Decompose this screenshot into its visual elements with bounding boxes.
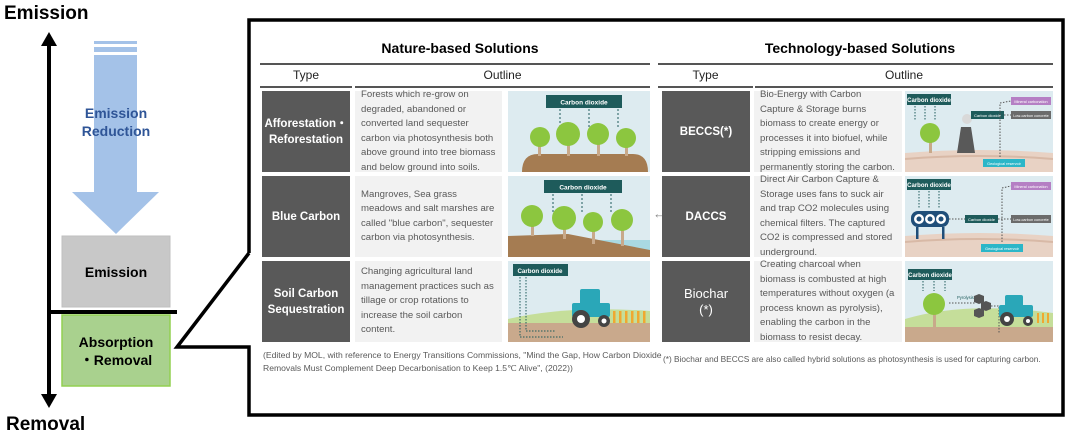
tech-header-rule-top (658, 63, 1053, 65)
nature-type-blue-carbon: Blue Carbon (262, 176, 350, 257)
type-line2: Reforestation (268, 133, 344, 146)
pyrolysis-label: Pyrolysis (957, 295, 974, 300)
emission-box (61, 235, 171, 308)
nature-type-soil-carbon: Soil Carbon Sequestration (262, 261, 350, 342)
soil-mound (522, 154, 648, 172)
axis-top-label: Emission (4, 3, 89, 24)
tech-type-daccs: DACCS (662, 176, 750, 257)
cooling-tower-icon (957, 127, 975, 153)
removal-label-line2: ・Removal (79, 351, 153, 368)
low-carbon-concrete-label: Low-carbon concrete (1013, 114, 1048, 118)
tech-col-outline: Outline (884, 68, 924, 82)
nature-section-title: Nature-based Solutions (381, 40, 539, 56)
tech-header-rule-outline (755, 86, 1053, 88)
reduction-label-line2: Reduction (81, 123, 151, 139)
axis-bottom-label: Removal (6, 414, 86, 435)
geological-reservoir-label: Geological reservoir (987, 162, 1021, 166)
tech-header-rule-type (658, 86, 753, 88)
fan-unit-icon (911, 211, 949, 239)
reduction-arrowhead (72, 192, 159, 234)
hybrid-solutions-footnote: (*) Biochar and BECCS are also called hy… (663, 354, 1041, 364)
tech-type-biochar: Biochar (*) (662, 261, 750, 342)
nature-header-rule-type (260, 86, 352, 88)
type-line1: Blue Carbon (271, 210, 341, 223)
mangrove-tree-icons (521, 205, 633, 246)
tech-col-type: Type (692, 68, 719, 82)
axis-down-arrowhead (41, 394, 57, 408)
arrow-stripe-2 (94, 47, 137, 52)
tech-outline-biochar: Creating charcoal when biomass is combus… (754, 259, 902, 343)
nature-col-outline: Outline (483, 68, 522, 82)
geological-reservoir-label: Geological reservoir (985, 247, 1019, 251)
arrow-stripe-1 (94, 41, 137, 44)
co2-label-text: Carbon dioxide (908, 273, 952, 279)
low-carbon-concrete-label: Low-carbon concrete (1013, 218, 1048, 222)
removal-box-label: Absorption ・Removal (62, 315, 170, 386)
nature-outline-soil-carbon: Changing agricultural land management pr… (355, 261, 502, 342)
nature-type-afforestation: Afforestation・ Reforestation (262, 91, 350, 172)
tree-icon (920, 123, 940, 143)
tractor-icon (999, 295, 1033, 326)
co2-label-text: Carbon dioxide (907, 98, 951, 104)
tree-icon (923, 293, 945, 315)
nature-outline-blue-carbon: Mangroves, Sea grass meadows and salt ma… (355, 176, 502, 257)
removal-label-line1: Absorption (78, 333, 154, 350)
technology-section-title: Technology-based Solutions (764, 40, 956, 56)
callout-border (173, 18, 1065, 417)
nature-col-type: Type (292, 68, 319, 82)
tech-outline-beccs: Bio-Energy with Carbon Capture & Storage… (754, 89, 902, 173)
co2-sub-label: Carbon dioxide (974, 113, 1002, 118)
shore-soil (508, 234, 650, 257)
type-line2: Sequestration (267, 303, 345, 316)
tractor-field-illustration: Carbon dioxide (508, 261, 650, 342)
crops (613, 311, 646, 323)
forest-trees-illustration: Carbon dioxide (508, 91, 650, 172)
emission-box-label: Emission (84, 263, 148, 280)
type-line1: Biochar (683, 285, 729, 301)
type-line1: BECCS(*) (679, 125, 733, 138)
reduction-arrow-label: Emission Reduction (72, 104, 160, 140)
ground-layers (905, 150, 1053, 172)
nature-outline-afforestation: Forests which re-grow on degraded, aband… (355, 89, 502, 173)
type-line1: DACCS (685, 210, 727, 223)
air-capture-fans-illustration: Carbon dioxide Carbon dioxide Mineral ca… (905, 176, 1053, 257)
mineral-carbonation-label: Mineral carbonation (1014, 185, 1047, 189)
co2-sub-label: Carbon dioxide (968, 217, 996, 222)
tree-icons (530, 122, 636, 156)
co2-label-text: Carbon dioxide (907, 183, 951, 189)
soil (508, 323, 650, 342)
absorption-removal-box (61, 314, 171, 387)
nature-source-footnote: (Edited by MOL, with reference to Energy… (263, 350, 662, 373)
co2-label-text: Carbon dioxide (559, 185, 607, 192)
power-plant-illustration: Carbon dioxide Carbon dioxide Mineral ca… (905, 91, 1053, 172)
type-line2: (*) (699, 301, 713, 317)
co2-label-text: Carbon dioxide (517, 268, 563, 275)
charcoal-icon (974, 294, 991, 318)
biochar-pyrolysis-illustration: Carbon dioxide Pyrolysis (905, 261, 1053, 342)
nature-header-rule-top (260, 63, 650, 65)
tech-type-beccs: BECCS(*) (662, 91, 750, 172)
type-line1: Soil Carbon (273, 287, 339, 300)
tractor-icon (572, 289, 610, 328)
type-line1: Afforestation・ (264, 117, 348, 130)
mineral-carbonation-label: Mineral carbonation (1014, 100, 1047, 104)
reduction-arrow-shaft (94, 55, 137, 192)
co2-label-text: Carbon dioxide (560, 100, 608, 107)
reduction-label-line1: Emission (84, 105, 148, 121)
axis-up-arrowhead (41, 32, 57, 46)
co2-label-box (546, 95, 622, 108)
nature-header-rule-outline (355, 86, 650, 88)
emission-axis-diagram (41, 32, 177, 408)
tech-outline-daccs: Direct Air Carbon Capture & Storage uses… (754, 174, 902, 258)
mangrove-illustration: Carbon dioxide (508, 176, 650, 257)
